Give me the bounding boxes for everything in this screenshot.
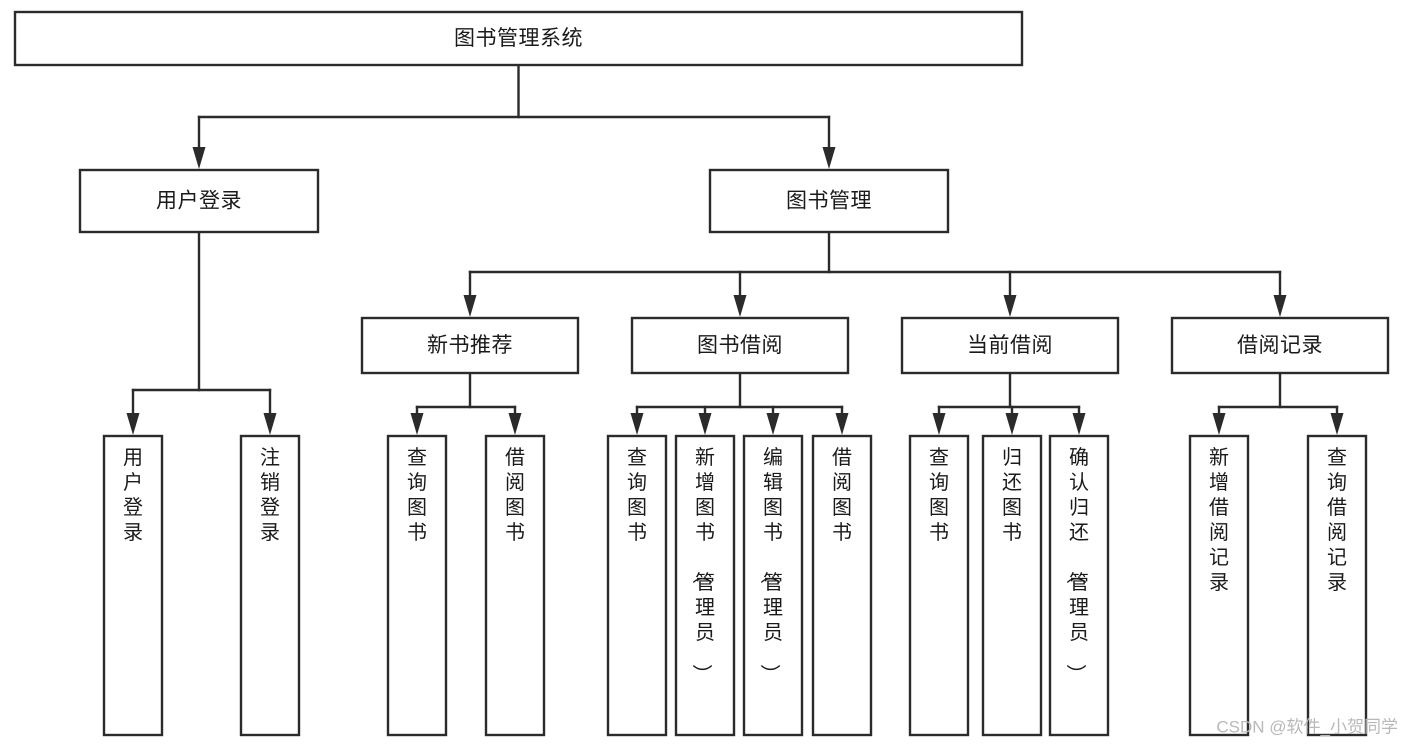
node-label: 图书借阅 bbox=[697, 334, 783, 357]
node-box[interactable] bbox=[78, 168, 320, 234]
node-label: 图书管理系统 bbox=[454, 27, 583, 50]
node-leaf-查询图书[interactable]: 查询图书 bbox=[386, 434, 448, 737]
csdn-watermark: CSDN @软件_小贺同学 bbox=[1216, 717, 1398, 736]
arrow-head-icon bbox=[1273, 295, 1287, 317]
node-label: 新增图书（管理员） bbox=[690, 446, 715, 684]
arrow-head-icon bbox=[1072, 413, 1086, 435]
arrow-head-icon bbox=[1212, 413, 1226, 435]
node-box[interactable] bbox=[1170, 316, 1390, 375]
node-label: 确认归还（管理员） bbox=[1064, 446, 1089, 684]
node-label: 查询图书 bbox=[627, 446, 647, 544]
node-box[interactable] bbox=[484, 434, 546, 737]
node-leaf-查询借阅记录[interactable]: 查询借阅记录 bbox=[1306, 434, 1368, 737]
node-label: 用户登录 bbox=[156, 190, 242, 213]
arrow-head-icon bbox=[932, 413, 946, 435]
node-layer: 图书管理系统用户登录图书管理新书推荐图书借阅当前借阅借阅记录用户登录注销登录查询… bbox=[13, 10, 1390, 737]
node-leaf-查询图书[interactable]: 查询图书 bbox=[606, 434, 668, 737]
node-leaf-新增借阅记录[interactable]: 新增借阅记录 bbox=[1188, 434, 1250, 737]
connector-group-sub-新书推荐 bbox=[410, 371, 522, 435]
node-box[interactable] bbox=[630, 316, 850, 375]
node-label: 查询图书 bbox=[407, 446, 427, 544]
node-leaf-查询图书[interactable]: 查询图书 bbox=[908, 434, 970, 737]
arrow-head-icon bbox=[822, 147, 836, 169]
node-box[interactable] bbox=[674, 434, 736, 737]
arrow-head-icon bbox=[733, 295, 747, 317]
arrow-head-icon bbox=[192, 147, 206, 169]
node-box[interactable] bbox=[102, 434, 164, 737]
node-leaf-借阅图书[interactable]: 借阅图书 bbox=[811, 434, 873, 737]
node-box[interactable] bbox=[239, 434, 301, 737]
arrow-head-icon bbox=[508, 413, 522, 435]
node-label: 图书管理 bbox=[786, 190, 872, 213]
node-root-图书管理系统[interactable]: 图书管理系统 bbox=[13, 10, 1024, 67]
node-box[interactable] bbox=[1048, 434, 1110, 737]
connector-group-root bbox=[192, 63, 836, 169]
node-box[interactable] bbox=[360, 316, 580, 375]
connector-group-sub-图书借阅 bbox=[630, 371, 849, 435]
node-label: 新增借阅记录 bbox=[1209, 446, 1229, 594]
node-box[interactable] bbox=[386, 434, 448, 737]
node-level2-当前借阅[interactable]: 当前借阅 bbox=[900, 316, 1120, 375]
node-level1-图书管理[interactable]: 图书管理 bbox=[708, 168, 950, 234]
arrow-head-icon bbox=[698, 413, 712, 435]
node-leaf-新增图书管理员[interactable]: 新增图书（管理员） bbox=[674, 434, 736, 737]
node-box[interactable] bbox=[981, 434, 1043, 737]
node-level2-新书推荐[interactable]: 新书推荐 bbox=[360, 316, 580, 375]
node-label: 用户登录 bbox=[123, 447, 143, 544]
node-label: 归还图书 bbox=[1002, 446, 1022, 544]
node-box[interactable] bbox=[708, 168, 950, 234]
arrow-head-icon bbox=[410, 413, 424, 435]
node-box[interactable] bbox=[1188, 434, 1250, 737]
node-box[interactable] bbox=[606, 434, 668, 737]
arrow-head-icon bbox=[835, 413, 849, 435]
node-leaf-编辑图书管理员[interactable]: 编辑图书（管理员） bbox=[742, 434, 804, 737]
node-label: 编辑图书（管理员） bbox=[758, 446, 783, 684]
node-box[interactable] bbox=[900, 316, 1120, 375]
node-label: 借阅记录 bbox=[1237, 334, 1323, 357]
node-label: 当前借阅 bbox=[967, 334, 1053, 357]
node-label: 新书推荐 bbox=[427, 334, 513, 357]
arrow-head-icon bbox=[126, 413, 140, 435]
connector-group-book-manage bbox=[463, 230, 1287, 317]
node-box[interactable] bbox=[13, 10, 1024, 67]
node-leaf-用户登录[interactable]: 用户登录 bbox=[102, 434, 164, 737]
node-level2-图书借阅[interactable]: 图书借阅 bbox=[630, 316, 850, 375]
node-box[interactable] bbox=[1306, 434, 1368, 737]
connector-group-sub-借阅记录 bbox=[1212, 371, 1344, 435]
node-label: 查询借阅记录 bbox=[1327, 446, 1347, 594]
node-label: 借阅图书 bbox=[505, 446, 525, 544]
node-label: 借阅图书 bbox=[832, 446, 852, 544]
node-box[interactable] bbox=[811, 434, 873, 737]
node-box[interactable] bbox=[908, 434, 970, 737]
node-leaf-借阅图书[interactable]: 借阅图书 bbox=[484, 434, 546, 737]
connector-layer bbox=[126, 63, 1344, 435]
node-leaf-确认归还管理员[interactable]: 确认归还（管理员） bbox=[1048, 434, 1110, 737]
node-label: 查询图书 bbox=[929, 446, 949, 544]
node-label: 注销登录 bbox=[260, 446, 280, 544]
node-leaf-注销登录[interactable]: 注销登录 bbox=[239, 434, 301, 737]
arrow-head-icon bbox=[1005, 413, 1019, 435]
arrow-head-icon bbox=[1003, 295, 1017, 317]
node-level1-用户登录[interactable]: 用户登录 bbox=[78, 168, 320, 234]
connector-group-user-login bbox=[126, 230, 277, 435]
arrow-head-icon bbox=[463, 295, 477, 317]
arrow-head-icon bbox=[1330, 413, 1344, 435]
arrow-head-icon bbox=[263, 413, 277, 435]
arrow-head-icon bbox=[630, 413, 644, 435]
node-box[interactable] bbox=[742, 434, 804, 737]
node-leaf-归还图书[interactable]: 归还图书 bbox=[981, 434, 1043, 737]
node-level2-借阅记录[interactable]: 借阅记录 bbox=[1170, 316, 1390, 375]
connector-group-sub-当前借阅 bbox=[932, 371, 1086, 435]
arrow-head-icon bbox=[766, 413, 780, 435]
